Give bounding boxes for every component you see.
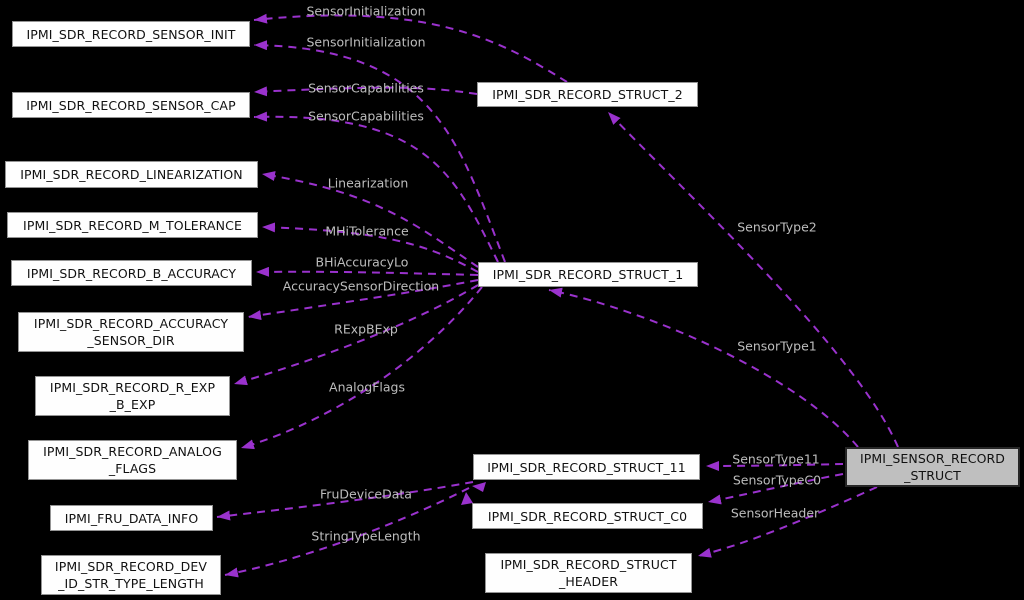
edge-struct1-rexpbexp bbox=[233, 284, 479, 386]
edge-struct1-sensorcap bbox=[253, 111, 499, 263]
edge-label-sensortype1: SensorType1 bbox=[737, 338, 817, 354]
edge-struct1-baccuracy bbox=[255, 266, 479, 277]
node-ipmi-sdr-record-r-exp-b-exp[interactable]: IPMI_SDR_RECORD_R_EXP _B_EXP bbox=[35, 376, 230, 416]
node-ipmi-sdr-record-linearization[interactable]: IPMI_SDR_RECORD_LINEARIZATION bbox=[5, 161, 258, 188]
node-ipmi-sdr-record-m-tolerance[interactable]: IPMI_SDR_RECORD_M_TOLERANCE bbox=[7, 212, 258, 238]
edge-struct1-mtolerance bbox=[261, 222, 479, 273]
edge-struct1-linearization bbox=[261, 171, 479, 268]
edge-label-accuracysensordirection: AccuracySensorDirection bbox=[282, 278, 440, 294]
edge-struct1-sensorinit bbox=[253, 40, 506, 263]
edge-label-sensor-initialization-top: SensorInitialization bbox=[306, 3, 426, 19]
edge-label-sensor-capabilities-bottom: SensorCapabilities bbox=[308, 108, 424, 124]
edge-label-rexpbexp: RExpBExp bbox=[334, 321, 398, 337]
edge-struct2-sensorinit bbox=[253, 13, 568, 83]
node-ipmi-sensor-record-struct[interactable]: IPMI_SENSOR_RECORD _STRUCT bbox=[845, 447, 1020, 487]
node-ipmi-sdr-record-sensor-init[interactable]: IPMI_SDR_RECORD_SENSOR_INIT bbox=[12, 21, 250, 47]
node-ipmi-sdr-record-b-accuracy[interactable]: IPMI_SDR_RECORD_B_ACCURACY bbox=[11, 260, 252, 286]
node-ipmi-fru-data-info[interactable]: IPMI_FRU_DATA_INFO bbox=[50, 505, 213, 531]
node-ipmi-sdr-record-sensor-cap[interactable]: IPMI_SDR_RECORD_SENSOR_CAP bbox=[12, 92, 250, 118]
edge-struct11-frudata bbox=[216, 481, 474, 521]
node-ipmi-sdr-record-struct-c0[interactable]: IPMI_SDR_RECORD_STRUCT_C0 bbox=[472, 503, 703, 529]
edge-struct1-accuracysensordir bbox=[247, 279, 479, 320]
edge-label-linearization: Linearization bbox=[327, 175, 409, 191]
edge-label-sensor-initialization-bottom: SensorInitialization bbox=[306, 34, 426, 50]
edge-label-sensortypec0: SensorTypeC0 bbox=[732, 472, 822, 488]
node-ipmi-sdr-record-struct-1[interactable]: IPMI_SDR_RECORD_STRUCT_1 bbox=[478, 262, 698, 287]
edge-struct2-sensorcap bbox=[253, 86, 478, 97]
edge-label-analogflags: AnalogFlags bbox=[329, 379, 405, 395]
edge-struct1-analogflags bbox=[240, 286, 483, 450]
node-ipmi-sdr-record-analog-flags[interactable]: IPMI_SDR_RECORD_ANALOG _FLAGS bbox=[28, 440, 237, 480]
edge-label-stringtypelength: StringTypeLength bbox=[311, 528, 421, 544]
edge-label-sensortype2: SensorType2 bbox=[737, 219, 817, 235]
node-ipmi-sdr-record-dev-id-str-type-length[interactable]: IPMI_SDR_RECORD_DEV _ID_STR_TYPE_LENGTH bbox=[41, 555, 221, 595]
edge-main-struct2 bbox=[607, 111, 899, 448]
edge-main-struct11 bbox=[705, 460, 844, 471]
edge-label-frudevicedata: FruDeviceData bbox=[320, 486, 412, 502]
edge-main-struct1 bbox=[548, 287, 859, 448]
node-ipmi-sdr-record-accuracy-sensor-dir[interactable]: IPMI_SDR_RECORD_ACCURACY _SENSOR_DIR bbox=[18, 312, 244, 352]
edge-label-bhiaccuracylo: BHiAccuracyLo bbox=[315, 254, 409, 270]
edge-label-sensorheader: SensorHeader bbox=[730, 505, 820, 521]
edge-struct11-devidstr bbox=[224, 487, 470, 578]
edge-main-structheader bbox=[697, 486, 878, 558]
node-ipmi-sdr-record-struct-11[interactable]: IPMI_SDR_RECORD_STRUCT_11 bbox=[473, 454, 700, 480]
edge-main-structc0 bbox=[707, 473, 844, 505]
edge-label-sensor-capabilities-top: SensorCapabilities bbox=[308, 80, 424, 96]
edge-label-mhitolerance: MHiTolerance bbox=[325, 223, 409, 239]
node-ipmi-sdr-record-struct-2[interactable]: IPMI_SDR_RECORD_STRUCT_2 bbox=[477, 82, 698, 107]
edge-label-sensortype11: SensorType11 bbox=[732, 451, 820, 467]
edge-junction-arrowheads bbox=[461, 482, 486, 505]
node-ipmi-sdr-record-struct-header[interactable]: IPMI_SDR_RECORD_STRUCT _HEADER bbox=[485, 553, 692, 593]
